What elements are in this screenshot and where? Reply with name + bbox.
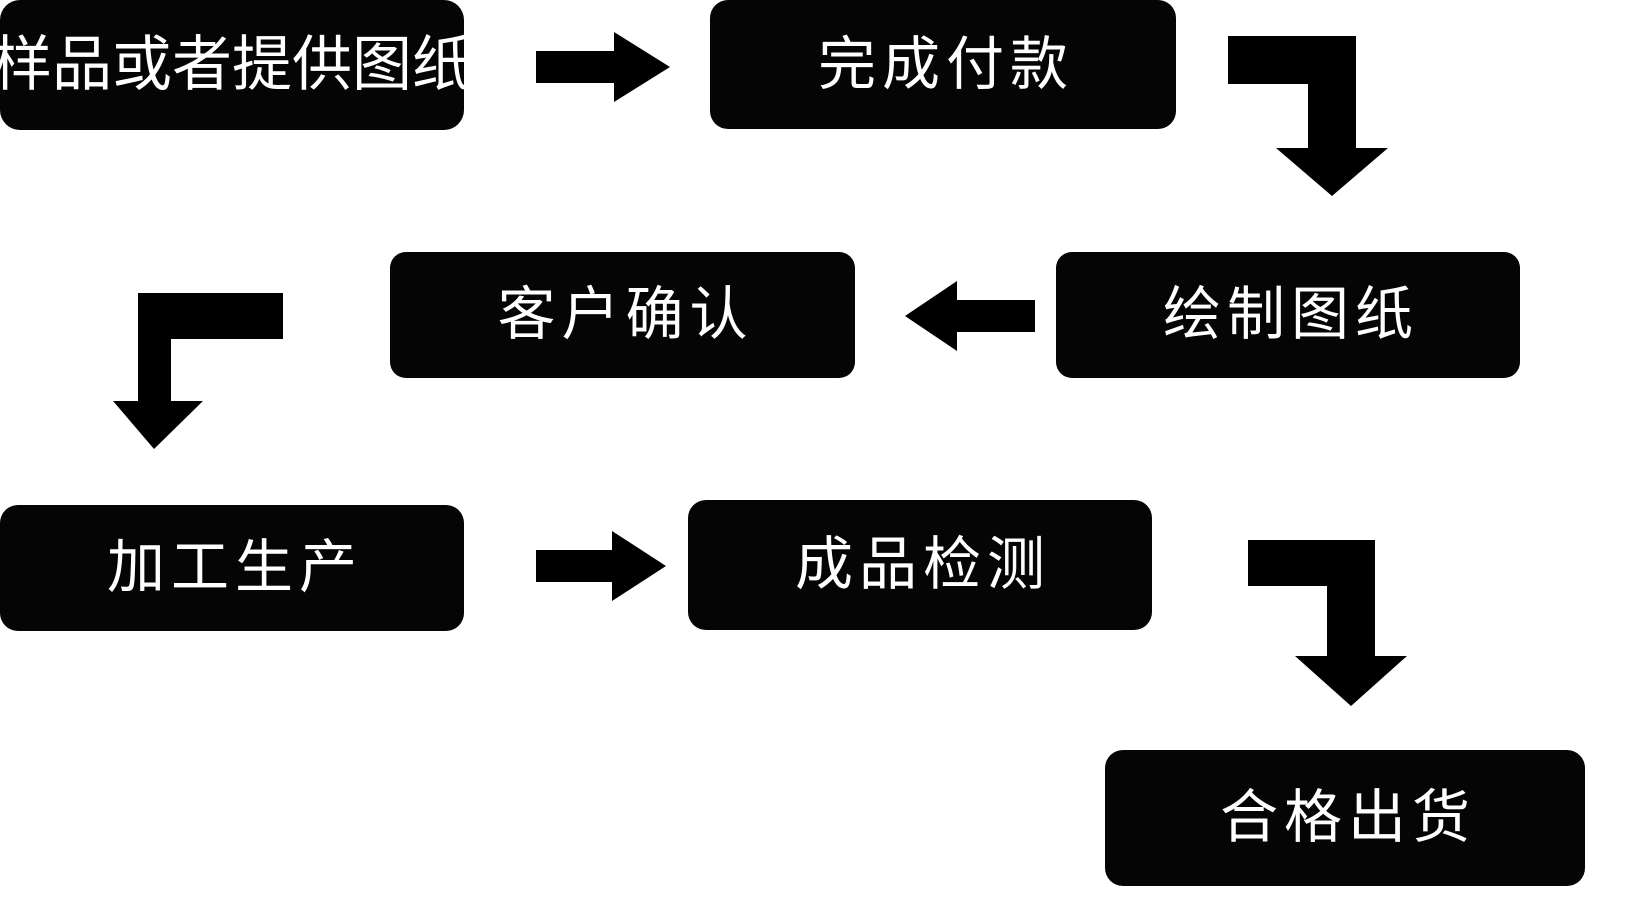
flow-node-ship-label: 合格出货	[1219, 785, 1476, 850]
flow-node-sample-label: 样品或者提供图纸	[0, 31, 472, 98]
connector-elbow-right-down-payment-to-draw	[1228, 36, 1388, 196]
connector-arrow-left-draw-to-confirm	[905, 281, 1035, 351]
flow-node-confirm-label: 客户确认	[497, 282, 754, 347]
connector-elbow-right-down-inspect-to-ship	[1248, 540, 1408, 706]
connector-elbow-left-down-confirm-to-produce	[113, 293, 283, 449]
flow-node-confirm[interactable]: 客户确认	[390, 252, 855, 378]
flow-node-inspect[interactable]: 成品检测	[688, 500, 1152, 630]
flow-node-draw-label: 绘制图纸	[1162, 282, 1419, 347]
flow-node-produce[interactable]: 加工生产	[0, 505, 464, 631]
connector-arrow-right-sample-to-payment	[536, 32, 670, 102]
connector-arrow-right-produce-to-inspect	[536, 531, 666, 601]
flow-node-sample[interactable]: 样品或者提供图纸	[0, 0, 472, 130]
flow-node-payment-label: 完成付款	[817, 31, 1074, 97]
flow-node-draw[interactable]: 绘制图纸	[1056, 252, 1520, 378]
flow-node-ship[interactable]: 合格出货	[1105, 750, 1585, 886]
flow-node-inspect-label: 成品检测	[794, 532, 1051, 597]
flow-node-payment[interactable]: 完成付款	[710, 0, 1176, 129]
flow-node-produce-label: 加工生产	[106, 535, 363, 600]
